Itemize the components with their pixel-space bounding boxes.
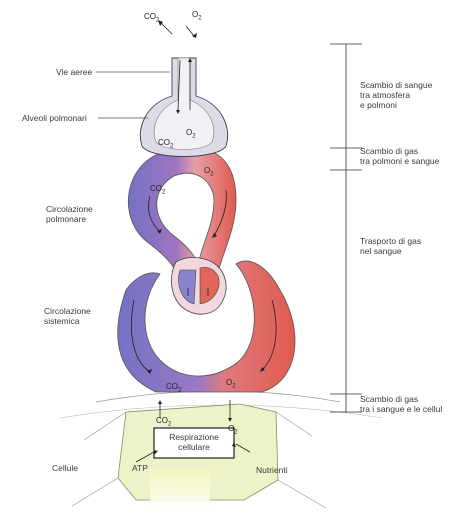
pulmonary-circulation-label: Circolazione polmonare — [46, 204, 93, 224]
stage-gas-transport: Trasporto di gas nel sangue — [360, 236, 421, 256]
co2-label-pulmonary: CO2 — [150, 184, 165, 196]
cell-membrane — [96, 391, 340, 402]
stage-atmosphere-lungs: Scambio di sangue tra atmosfera e polmon… — [360, 80, 432, 110]
cells-label: Cellule — [52, 463, 78, 473]
o2-label-systemic: O2 — [226, 378, 236, 390]
atp-label: ATP — [132, 463, 148, 473]
stage-blood-cells: Scambio di gas tra i sangue e le cellul — [360, 394, 442, 414]
cellular-respiration-label: Respirazione cellulare — [154, 432, 234, 452]
nutrients-label: Nutrienti — [256, 465, 288, 475]
cell-border — [276, 412, 312, 436]
alveoli-label: Alveoli polmonari — [22, 113, 87, 123]
systemic-circulation-label: Circolazione sistemica — [44, 306, 91, 326]
co2-label-cell: CO2 — [156, 416, 171, 428]
co2-label-top: CO2 — [144, 12, 159, 24]
co2-label-systemic: CO2 — [166, 382, 181, 394]
cell-glow — [150, 470, 210, 512]
stage-lungs-blood: Scambio di gas tra polmoni e sangue — [360, 146, 439, 166]
stage-bracket — [330, 44, 362, 412]
cell-border — [72, 478, 118, 506]
o2-label-pulmonary: O2 — [204, 166, 214, 178]
cell-border — [84, 412, 126, 440]
o2-label-top: O2 — [192, 10, 202, 22]
co2-label-alveolus: CO2 — [158, 138, 173, 150]
airways-label: Vie aeree — [56, 67, 92, 77]
cell-border — [278, 480, 326, 508]
o2-label-alveolus: O2 — [186, 128, 196, 140]
